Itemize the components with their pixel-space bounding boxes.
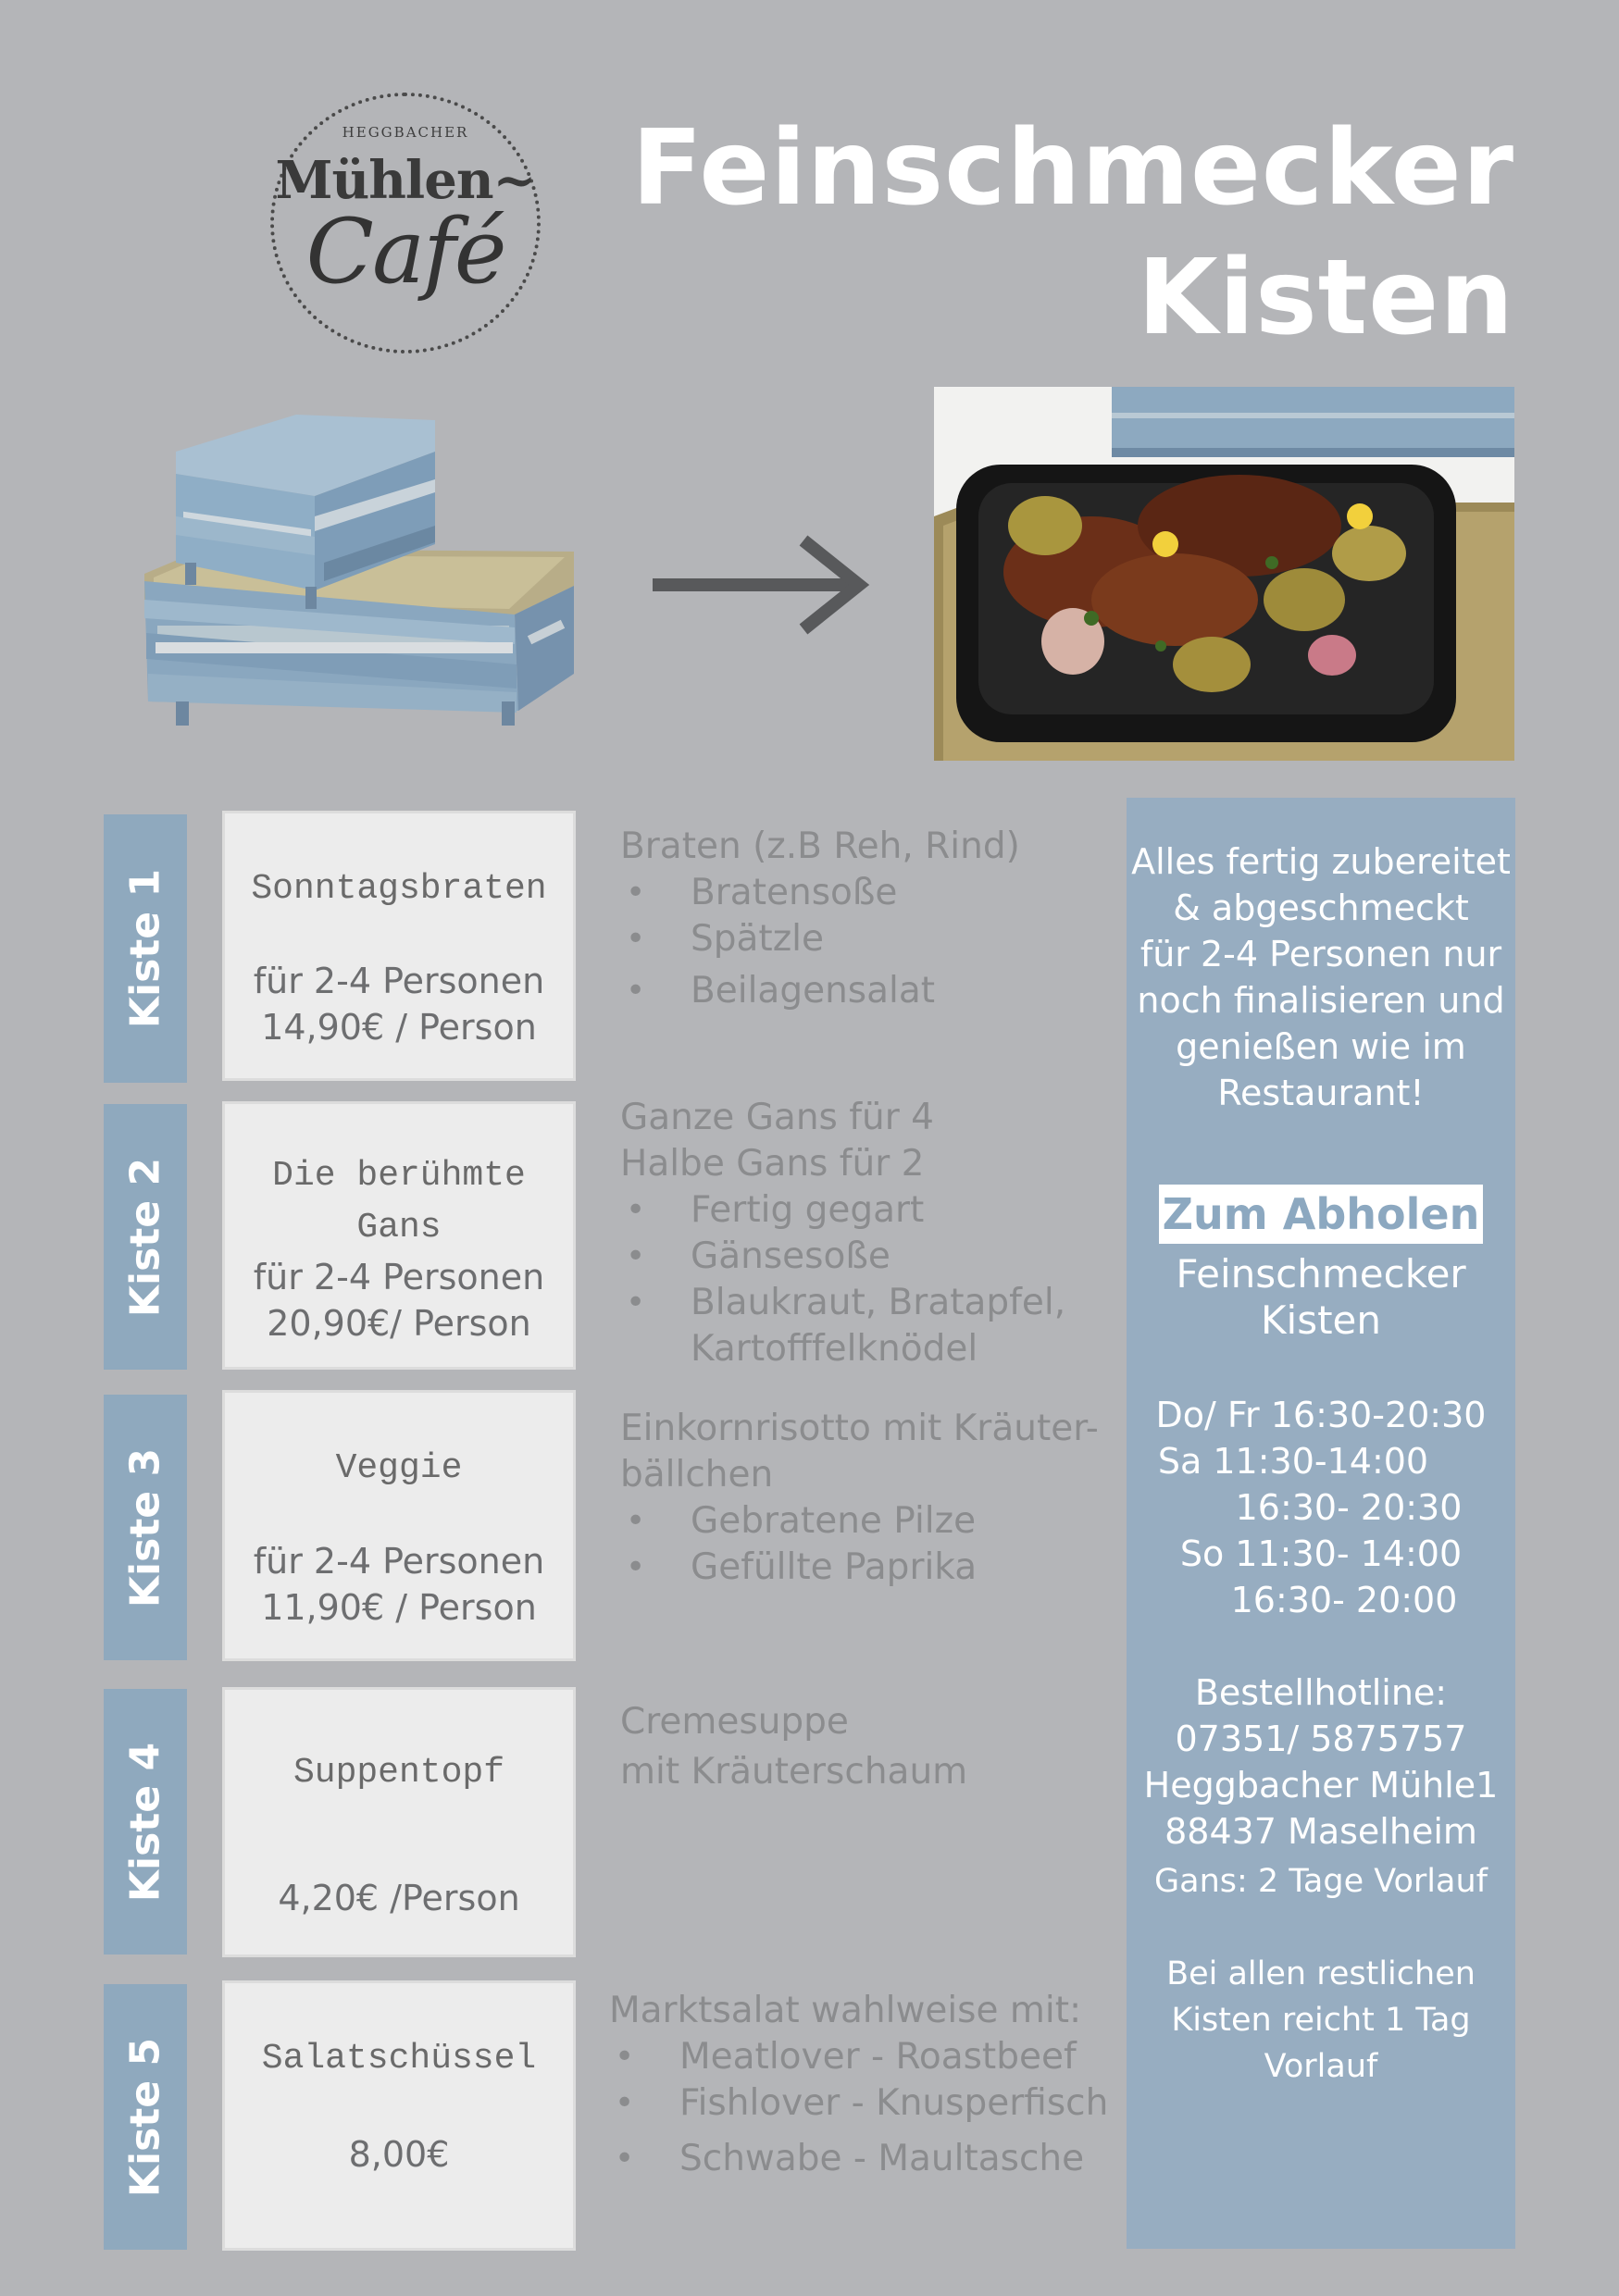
lead-time-line: Vorlauf <box>1264 2048 1378 2085</box>
wooden-crates-image <box>144 415 574 726</box>
lead-time-line: Bei allen restlichen <box>1166 1955 1476 1992</box>
kiste-5-bullet: Meatlover - Roastbeef <box>609 2034 1137 2080</box>
kiste-5-price: 8,00€ <box>348 2134 450 2175</box>
title-line-1: Feinschmecker <box>631 108 1514 229</box>
kiste-5-bullet: Fishlover - Knusperfisch <box>609 2080 1137 2127</box>
arrow-right-icon <box>653 535 870 635</box>
pickup-badge-wrap: Zum Abholen <box>1127 1185 1515 1244</box>
kiste-3-price: 11,90€ / Person <box>261 1587 537 1628</box>
kiste-3-bullet: Gefüllte Paprika <box>620 1545 1139 1591</box>
kiste-3-bullet-list: Gebratene Pilze Gefüllte Paprika <box>620 1498 1139 1591</box>
kiste-5-box: Salatschüssel 8,00€ <box>222 1980 576 2251</box>
kiste-1-name: Sonntagsbraten <box>251 869 547 909</box>
kiste-5-bullet-list: Meatlover - Roastbeef Fishlover - Knuspe… <box>609 2034 1137 2182</box>
kiste-2-bullet-continuation: Kartofffelknödel <box>691 1328 978 1370</box>
kiste-2-name-line-2: Gans <box>356 1208 442 1247</box>
kiste-2-desc-line: Halbe Gans für 2 <box>620 1143 925 1185</box>
kiste-5-tab: Kiste 5 <box>104 1984 187 2250</box>
kiste-2-description: Ganze Gans für 4 Halbe Gans für 2 Fertig… <box>620 1095 1139 1372</box>
kiste-4-price: 4,20€ /Person <box>278 1878 520 1918</box>
kiste-1-persons: für 2-4 Personen <box>253 961 545 1001</box>
kiste-1-bullet: Spätzle <box>620 916 1139 962</box>
hours-line: So 11:30- 14:00 <box>1179 1533 1463 1574</box>
kiste-2-bullet-list: Fertig gegart Gänsesoße Blaukraut, Brata… <box>620 1187 1139 1372</box>
panel-intro-line: Alles fertig zubereitet <box>1131 841 1511 882</box>
kiste-2-bullet: Fertig gegart <box>620 1187 1139 1234</box>
kiste-1-bullet: Beilagensalat <box>620 968 1139 1014</box>
kiste-2-label: Kiste 2 <box>121 1157 169 1317</box>
kiste-4-desc-line: mit Kräuterschaum <box>620 1751 968 1793</box>
kiste-2-desc-line: Ganze Gans für 4 <box>620 1097 934 1138</box>
lead-time-line: Kisten reicht 1 Tag <box>1171 2002 1471 2039</box>
kiste-2-name-line-1: Die berühmte <box>272 1156 526 1196</box>
kiste-1-bullet: Bratensoße <box>620 870 1139 916</box>
kiste-4-box: Suppentopf 4,20€ /Person <box>222 1687 576 1957</box>
kiste-3-desc-line: Einkornrisotto mit Kräuter- <box>620 1408 1099 1449</box>
logo-main-text: Mühlen~ <box>275 150 537 211</box>
kiste-3-persons: für 2-4 Personen <box>253 1541 545 1582</box>
logo-script-text: Café <box>305 200 506 304</box>
kiste-1-box: Sonntagsbraten für 2-4 Personen 14,90€ /… <box>222 811 576 1081</box>
kiste-1-label: Kiste 1 <box>121 868 169 1029</box>
kiste-4-tab: Kiste 4 <box>104 1689 187 1955</box>
panel-intro-line: für 2-4 Personen nur <box>1140 934 1502 974</box>
opening-hours: Do/ Fr 16:30-20:30 Sa 11:30-14:00 16:30-… <box>1127 1392 1515 1623</box>
kiste-2-bullet: Gänsesoße <box>620 1234 1139 1280</box>
goose-lead-time: Gans: 2 Tage Vorlauf <box>1154 1863 1488 1900</box>
hours-line: Do/ Fr 16:30-20:30 <box>1155 1395 1487 1435</box>
kiste-2-box: Die berühmte Gans für 2-4 Personen 20,90… <box>222 1101 576 1370</box>
mühlen-cafe-logo: HEGGBACHER Mühlen~ Café <box>270 93 541 354</box>
kiste-1-bullet-list: Bratensoße Spätzle Beilagensalat <box>620 870 1139 1014</box>
contact-phone[interactable]: 07351/ 5875757 <box>1175 1719 1467 1759</box>
kiste-4-name: Suppentopf <box>293 1753 505 1793</box>
kiste-3-description: Einkornrisotto mit Kräuter- bällchen Geb… <box>620 1406 1139 1591</box>
kiste-2-tab: Kiste 2 <box>104 1104 187 1370</box>
kiste-5-desc-line: Marktsalat wahlweise mit: <box>609 1990 1082 2031</box>
logo-small-text: HEGGBACHER <box>342 124 469 141</box>
panel-intro-line: genießen wie im <box>1176 1026 1466 1067</box>
kiste-5-bullet: Schwabe - Maultasche <box>609 2136 1137 2182</box>
hours-line: Sa 11:30-14:00 <box>1157 1441 1429 1482</box>
kiste-2-price: 20,90€/ Person <box>267 1303 531 1344</box>
contact-info: Bestellhotline: 07351/ 5875757 Heggbache… <box>1127 1669 1515 1855</box>
contact-line: Heggbacher Mühle1 <box>1143 1765 1499 1806</box>
panel-intro: Alles fertig zubereitet & abgeschmeckt f… <box>1127 838 1515 1116</box>
kiste-3-desc-line: bällchen <box>620 1454 774 1496</box>
panel-subtitle-line: Kisten <box>1260 1297 1382 1343</box>
title-line-2: Kisten <box>1137 238 1514 358</box>
kiste-3-bullet: Gebratene Pilze <box>620 1498 1139 1545</box>
pickup-badge: Zum Abholen <box>1158 1185 1484 1244</box>
kiste-1-description: Braten (z.B Reh, Rind) Bratensoße Spätzl… <box>620 824 1139 1014</box>
kiste-3-box: Veggie für 2-4 Personen 11,90€ / Person <box>222 1390 576 1661</box>
other-lead-time: Bei allen restlichen Kisten reicht 1 Tag… <box>1127 1951 1515 2090</box>
kiste-2-bullet: Blaukraut, Bratapfel, <box>620 1280 1139 1326</box>
hours-line: 16:30- 20:30 <box>1235 1487 1463 1528</box>
info-panel: Alles fertig zubereitet & abgeschmeckt f… <box>1127 798 1515 2249</box>
kiste-4-description: Cremesuppe mit Kräuterschaum <box>620 1697 1139 1797</box>
kiste-5-name: Salatschüssel <box>261 2039 537 2079</box>
panel-subtitle: Feinschmecker Kisten <box>1127 1251 1515 1344</box>
kiste-2-persons: für 2-4 Personen <box>253 1257 545 1297</box>
kiste-4-label: Kiste 4 <box>121 1742 169 1902</box>
contact-line: 88437 Maselheim <box>1164 1811 1477 1852</box>
contact-line: Bestellhotline: <box>1194 1672 1448 1713</box>
hours-line: 16:30- 20:00 <box>1230 1580 1458 1620</box>
page-title: Feinschmecker Kisten <box>631 104 1514 363</box>
kiste-3-label: Kiste 3 <box>121 1447 169 1607</box>
panel-intro-line: Restaurant! <box>1217 1073 1425 1113</box>
kiste-1-tab: Kiste 1 <box>104 814 187 1083</box>
panel-intro-line: & abgeschmeckt <box>1173 887 1469 928</box>
kiste-3-name: Veggie <box>335 1448 463 1488</box>
kiste-3-tab: Kiste 3 <box>104 1395 187 1660</box>
kiste-5-description: Marktsalat wahlweise mit: Meatlover - Ro… <box>609 1988 1137 2182</box>
kiste-5-label: Kiste 5 <box>121 2037 169 2197</box>
panel-subtitle-line: Feinschmecker <box>1176 1251 1466 1297</box>
panel-intro-line: noch finalisieren und <box>1137 980 1505 1021</box>
kiste-1-desc-line: Braten (z.B Reh, Rind) <box>620 825 1020 867</box>
kiste-1-price: 14,90€ / Person <box>261 1007 537 1048</box>
roast-duck-photo <box>934 387 1514 761</box>
kiste-4-desc-line: Cremesuppe <box>620 1701 849 1743</box>
